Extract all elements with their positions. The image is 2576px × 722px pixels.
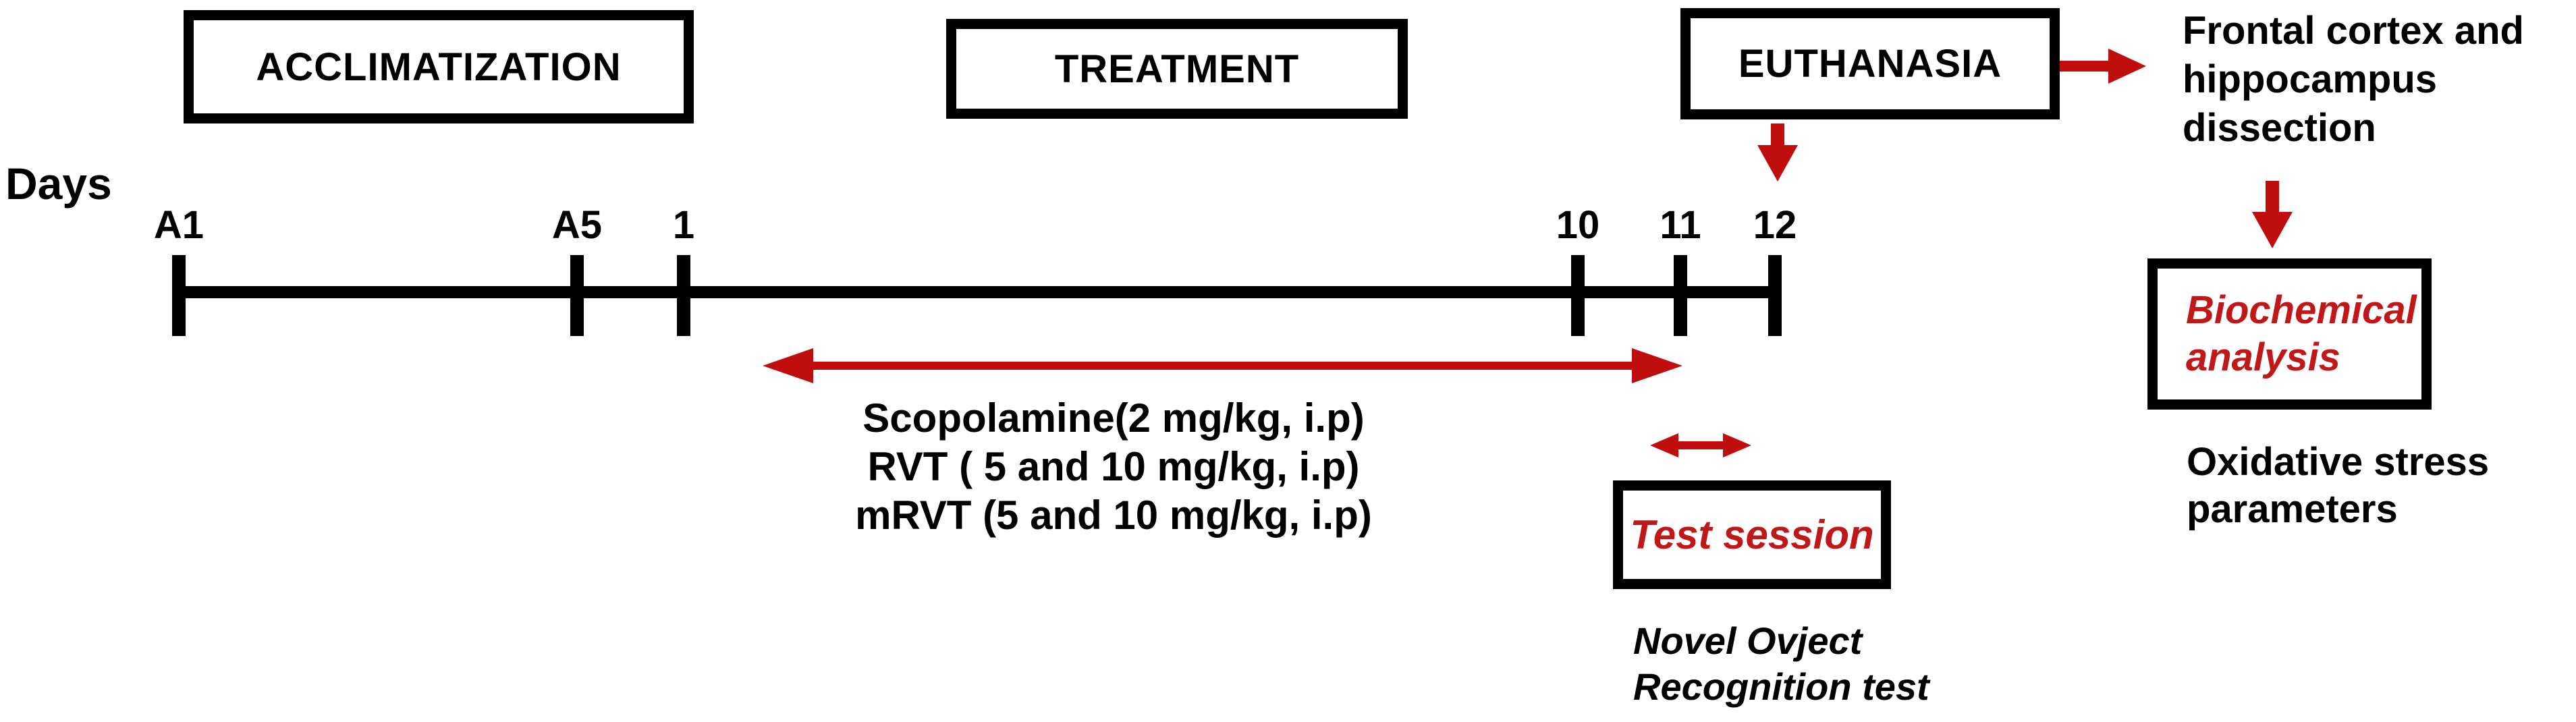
- small-double-arrow-shaft: [1675, 441, 1726, 449]
- double-arrow-left-head-icon: [763, 348, 813, 383]
- dissection-line1: Frontal cortex and: [2183, 9, 2524, 53]
- treatment-box: TREATMENT: [946, 19, 1408, 119]
- timeline-bar: [172, 286, 1782, 298]
- tick-label-1: 1: [672, 203, 695, 247]
- test-session-box: Test session: [1613, 480, 1891, 589]
- biochemical-down-arrow-shaft: [2266, 181, 2279, 213]
- small-double-arrow-right-head-icon: [1723, 433, 1751, 457]
- dissection-line3: dissection: [2183, 106, 2376, 150]
- tick-label-12: 12: [1753, 203, 1797, 247]
- euthanasia-down-arrow-head-icon: [1757, 145, 1798, 182]
- timeline-tick-10: [1571, 255, 1585, 336]
- days-axis-label: Days: [5, 159, 112, 209]
- dissection-caption: Frontal cortex and hippocampus dissectio…: [2183, 7, 2524, 152]
- timeline-tick-a5: [570, 255, 584, 336]
- tick-label-11: 11: [1660, 203, 1701, 247]
- nor-caption-line1: Novel Ovject: [1633, 619, 1863, 662]
- small-double-arrow-left-head-icon: [1650, 433, 1678, 457]
- biochemical-analysis-box: Biochemical analysis: [2147, 258, 2432, 410]
- timeline-tick-12: [1768, 255, 1782, 336]
- biochemical-box-line1: Biochemical: [2186, 288, 2417, 332]
- oxidative-line1: Oxidative stress: [2187, 440, 2490, 484]
- timeline-tick-1: [677, 255, 690, 336]
- timeline-tick-11: [1674, 255, 1687, 336]
- euthanasia-right-arrow-shaft: [2060, 61, 2111, 72]
- euthanasia-right-arrow-head-icon: [2108, 49, 2146, 84]
- euthanasia-box: EUTHANASIA: [1680, 8, 2060, 119]
- tick-label-a1: A1: [153, 203, 204, 247]
- treatment-details-text: Scopolamine(2 mg/kg, i.p) RVT ( 5 and 10…: [773, 394, 1454, 540]
- euthanasia-label: EUTHANASIA: [1738, 42, 2002, 86]
- treatment-details-line2: RVT ( 5 and 10 mg/kg, i.p): [867, 444, 1360, 489]
- tick-label-10: 10: [1556, 203, 1600, 247]
- acclimatization-box: ACCLIMATIZATION: [184, 10, 694, 123]
- nor-caption-line2: Recognition test: [1633, 665, 1929, 708]
- acclimatization-label: ACCLIMATIZATION: [256, 45, 622, 89]
- tick-label-a5: A5: [551, 203, 603, 247]
- treatment-label: TREATMENT: [1054, 47, 1300, 91]
- double-arrow-shaft: [806, 362, 1643, 370]
- timeline-tick-a1: [172, 255, 186, 336]
- oxidative-stress-caption: Oxidative stress parameters: [2187, 439, 2489, 533]
- dissection-line2: hippocampus: [2183, 57, 2438, 101]
- test-session-label: Test session: [1630, 512, 1874, 557]
- double-arrow-right-head-icon: [1632, 348, 1682, 383]
- novel-object-recognition-caption: Novel Ovject Recognition test: [1633, 618, 1929, 710]
- euthanasia-down-arrow-shaft: [1771, 123, 1784, 146]
- treatment-details-line3: mRVT (5 and 10 mg/kg, i.p): [855, 493, 1372, 538]
- biochemical-down-arrow-head-icon: [2252, 212, 2293, 248]
- treatment-details-line1: Scopolamine(2 mg/kg, i.p): [862, 395, 1365, 441]
- biochemical-box-line2: analysis: [2186, 335, 2340, 379]
- oxidative-line2: parameters: [2187, 487, 2398, 531]
